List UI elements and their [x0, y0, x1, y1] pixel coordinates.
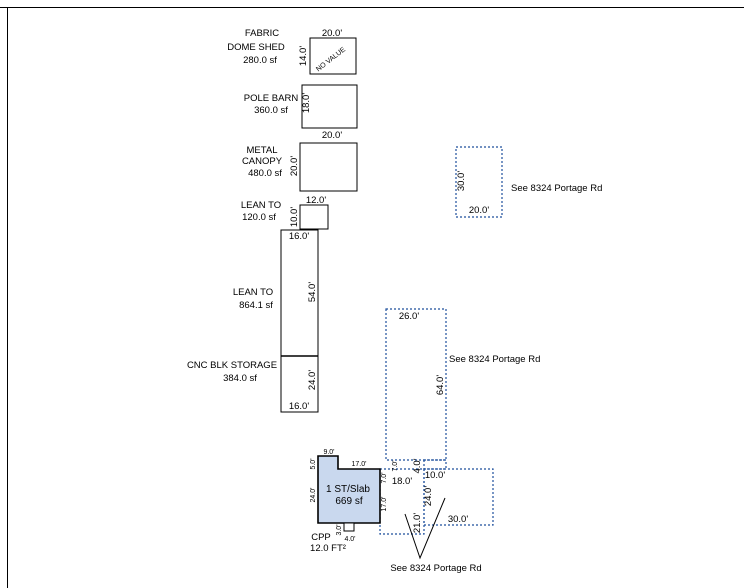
reference-middle: 26.0' 64.0' See 8324 Portage Rd: [385, 308, 540, 461]
fabric-dome-shed-name-2: DOME SHED: [227, 42, 285, 53]
main-house-area: 669 sf: [335, 496, 362, 507]
main-house: 1 ST/Slab 669 sf 9.0' 17.0' 5.0' 24.0' 7…: [310, 449, 388, 536]
reference-upper-right-depth: 30.0': [456, 171, 467, 191]
cpp-name: CPP: [311, 532, 331, 543]
metal-canopy-name-2: CANOPY: [242, 156, 283, 167]
lean-to-large-outline: [280, 229, 319, 357]
metal-canopy: METAL CANOPY 480.0 sf 20.0': [242, 142, 358, 192]
fabric-dome-shed-outline: [309, 37, 357, 75]
reference-middle-label: See 8324 Portage Rd: [449, 354, 540, 365]
dim-21: 21.0': [412, 513, 423, 533]
dim-4: 4.0': [412, 458, 423, 473]
pole-barn-name: POLE BARN: [244, 93, 299, 104]
cnc-blk-storage-outline: [280, 355, 319, 413]
pole-barn-depth: 18.0': [301, 93, 312, 113]
cpp: CPP 12.0 FT² 4.0': [310, 522, 356, 554]
main-house-dim-left-notch: 5.0': [310, 458, 317, 469]
pole-barn-width: 20.0': [322, 130, 342, 141]
fabric-dome-shed-width: 20.0': [322, 28, 342, 39]
reference-middle-outline: [385, 308, 447, 461]
cnc-blk-storage-area: 384.0 sf: [223, 373, 257, 384]
reference-upper-right-width: 20.0': [469, 205, 489, 216]
cnc-blk-storage-width: 16.0': [289, 401, 309, 412]
metal-canopy-depth: 20.0': [289, 156, 300, 176]
main-house-dim-right-upper: 7.0': [381, 472, 388, 483]
lean-to-large-name: LEAN TO: [233, 287, 273, 298]
reference-bottom-label: See 8324 Portage Rd: [390, 563, 481, 574]
reference-upper-right: 30.0' 20.0' See 8324 Portage Rd: [455, 146, 602, 218]
cnc-blk-storage-name: CNC BLK STORAGE: [187, 360, 277, 371]
lean-to-large-width: 16.0': [289, 231, 309, 242]
lean-to-small-name: LEAN TO: [241, 200, 281, 211]
reference-bottom-outlines: 4.0' 7.0' 18.0' 10.0' 24.0' 21.0' 30.0' …: [379, 458, 494, 574]
main-house-name: 1 ST/Slab: [326, 484, 370, 495]
cpp-width: 4.0': [344, 536, 355, 543]
fabric-dome-shed-name-1: FABRIC: [245, 28, 279, 39]
reference-upper-right-outline: [455, 146, 503, 218]
fabric-dome-shed: FABRIC DOME SHED 280.0 sf 20.0' 14.0' NO…: [227, 28, 357, 75]
reference-pointer-arrow: [404, 497, 446, 560]
lean-to-small-outline: [299, 204, 329, 230]
dim-18: 18.0': [392, 476, 412, 487]
pole-barn: POLE BARN 360.0 sf 20.0' 18.0': [244, 84, 358, 141]
dim-24: 24.0': [423, 486, 434, 506]
reference-middle-width: 26.0': [399, 311, 419, 322]
lean-to-large: LEAN TO 864.1 sf 16.0' 54.0': [233, 229, 319, 357]
main-house-outline: [317, 455, 381, 524]
main-house-dim-top-left: 9.0': [323, 449, 334, 456]
main-house-dim-top-right: 17.0': [352, 461, 367, 468]
lean-to-small-depth: 10.0': [289, 207, 300, 227]
dim-10: 10.0': [425, 470, 445, 481]
lean-to-small: LEAN TO 120.0 sf 12.0' 10.0': [241, 195, 329, 230]
main-house-dim-left: 24.0': [310, 488, 317, 503]
main-house-dim-right-lower: 17.0': [381, 497, 388, 512]
metal-canopy-outline: [299, 142, 358, 192]
lean-to-large-depth: 54.0': [307, 282, 318, 302]
cnc-blk-storage: CNC BLK STORAGE 384.0 sf 16.0' 24.0': [187, 355, 319, 413]
lean-to-large-area: 864.1 sf: [239, 300, 273, 311]
reference-upper-right-label: See 8324 Portage Rd: [511, 183, 602, 194]
metal-canopy-name-1: METAL: [247, 145, 278, 156]
reference-connector-block: [423, 459, 447, 470]
metal-canopy-area: 480.0 sf: [248, 168, 282, 179]
lean-to-small-area: 120.0 sf: [242, 212, 276, 223]
dim-7: 7.0': [392, 460, 399, 471]
reference-middle-depth: 64.0': [435, 375, 446, 395]
cpp-outline: [343, 522, 355, 532]
dim-30: 30.0': [448, 514, 468, 525]
fabric-dome-shed-depth: 14.0': [298, 46, 309, 66]
pole-barn-area: 360.0 sf: [254, 105, 288, 116]
lean-to-small-width: 12.0': [306, 195, 326, 206]
cnc-blk-storage-depth: 24.0': [307, 370, 318, 390]
main-house-dim-bottom: 3.0': [336, 524, 343, 535]
cpp-area: 12.0 FT²: [310, 543, 346, 554]
fabric-dome-shed-area: 280.0 sf: [243, 55, 277, 66]
pole-barn-outline: [301, 84, 358, 129]
reference-bottom-right-block: [423, 468, 494, 526]
